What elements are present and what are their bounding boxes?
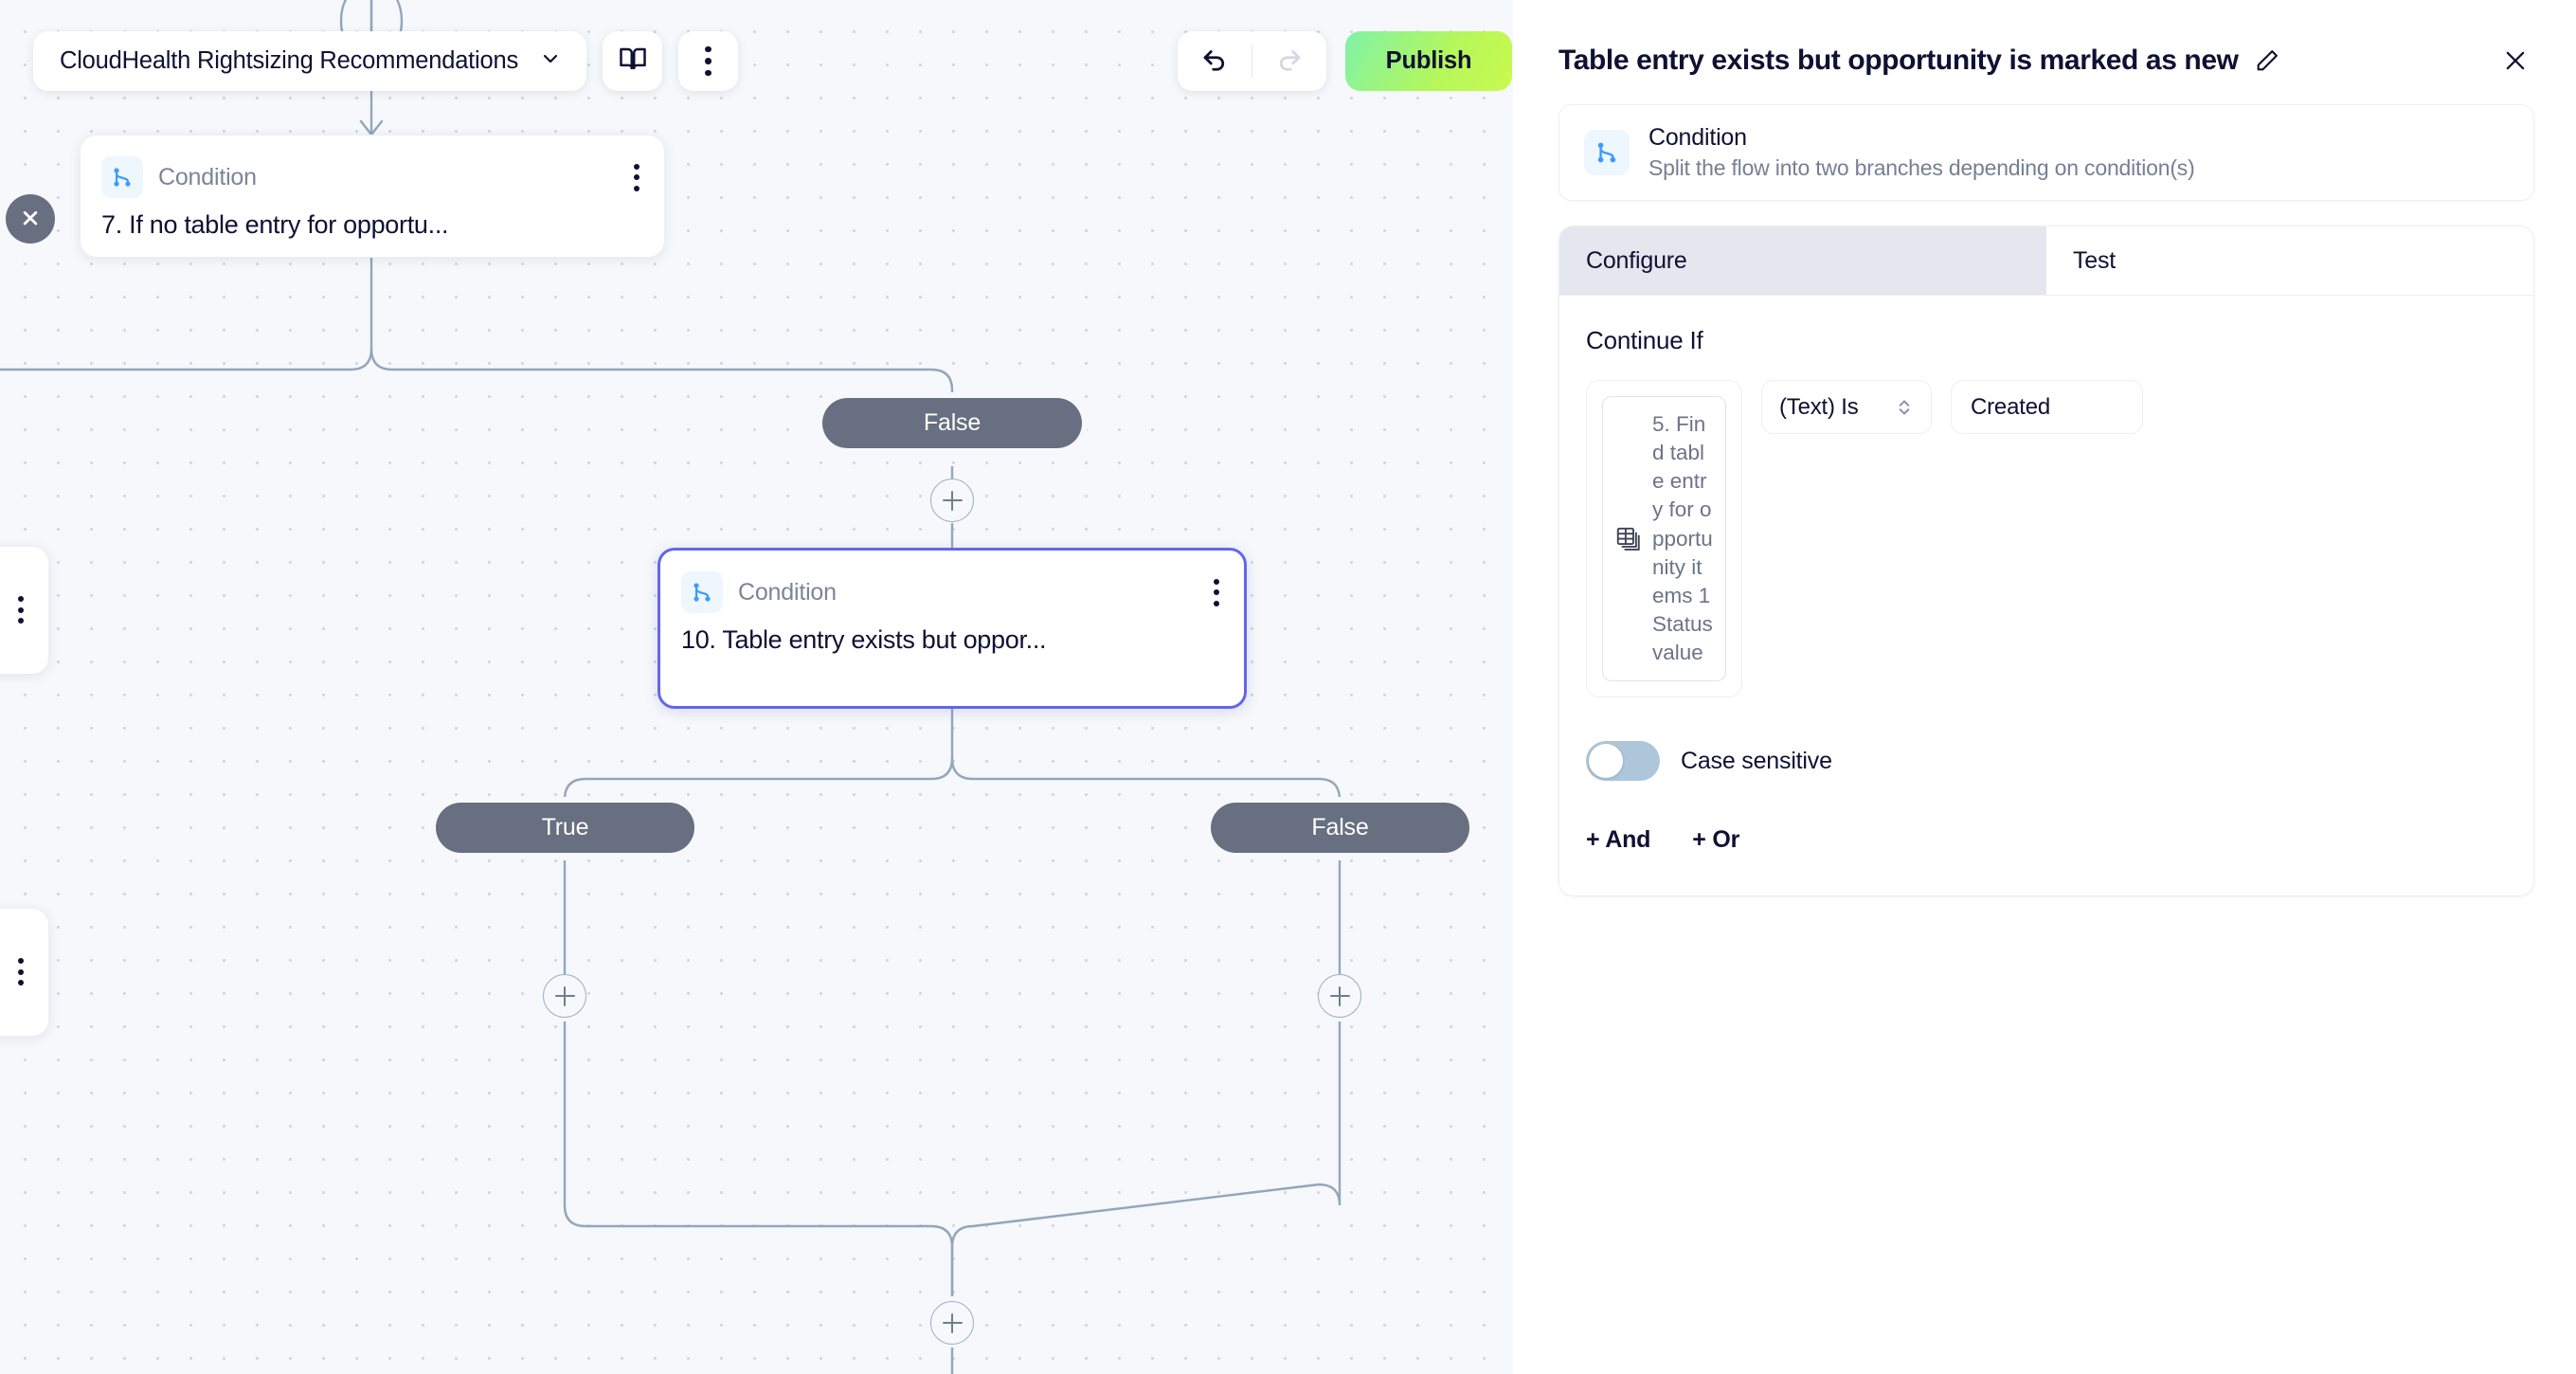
add-step-button-false-branch[interactable] (1318, 974, 1361, 1018)
branch-condition-icon (1584, 130, 1630, 175)
panel-tabs: Configure Test (1559, 226, 2533, 296)
condition-value-input[interactable] (1951, 380, 2143, 434)
canvas-toolbar-right: Publish (1178, 31, 1512, 91)
block-type-name: Condition (1648, 124, 1747, 151)
redo-arrow-icon (1275, 45, 1304, 78)
branch-condition-icon (101, 156, 143, 198)
flow-name-selector[interactable]: CloudHealth Rightsizing Recommendations (33, 31, 587, 91)
flow-node-partial-lower[interactable] (0, 908, 49, 1037)
flow-node-type-label: Condition (158, 163, 257, 190)
close-panel-button[interactable] (2496, 42, 2534, 80)
configure-content: Continue If (1559, 296, 2533, 895)
panel-header: Table entry exists but opportunity is ma… (1513, 0, 2576, 80)
branch-condition-icon (681, 571, 723, 613)
add-step-button-merge[interactable] (930, 1301, 974, 1345)
pencil-icon[interactable] (2254, 47, 2280, 74)
redo-button[interactable] (1252, 31, 1326, 91)
flow-node-title: 7. If no table entry for opportu... (101, 210, 449, 239)
branch-label-false-upper[interactable]: False (822, 398, 1082, 448)
step-details-panel: Table entry exists but opportunity is ma… (1513, 0, 2576, 1374)
tab-configure[interactable]: Configure (1559, 226, 2046, 295)
undo-redo-group (1178, 31, 1326, 91)
chevron-up-down-icon (1895, 395, 1914, 420)
kebab-menu-icon[interactable] (634, 163, 643, 191)
documentation-button[interactable] (603, 31, 663, 91)
publish-button[interactable]: Publish (1345, 31, 1512, 91)
toggle-knob (1589, 744, 1623, 779)
condition-row: 5. Find table entry for opportunity item… (1586, 380, 2507, 698)
more-options-button[interactable] (678, 31, 739, 91)
flow-node-condition-7[interactable]: Condition 7. If no table entry for oppor… (80, 135, 665, 258)
add-or-button[interactable]: + Or (1692, 826, 1740, 854)
panel-title: Table entry exists but opportunity is ma… (1558, 45, 2239, 76)
continue-if-label: Continue If (1586, 326, 1703, 354)
flow-node-type-label: Condition (738, 578, 837, 606)
undo-button[interactable] (1178, 31, 1252, 91)
case-sensitive-row: Case sensitive (1586, 741, 2507, 782)
add-step-button-upper[interactable] (930, 479, 974, 522)
variable-field[interactable]: 5. Find table entry for opportunity item… (1586, 380, 1742, 698)
flow-canvas[interactable]: CloudHealth Rightsizing Recommendations (0, 0, 1513, 1374)
undo-arrow-icon (1200, 45, 1229, 78)
table-stack-icon (1614, 525, 1643, 553)
branch-label-false-lower[interactable]: False (1211, 803, 1469, 853)
collapse-panel-button[interactable] (6, 194, 55, 244)
canvas-toolbar: CloudHealth Rightsizing Recommendations (33, 31, 739, 91)
add-condition-row: + And + Or (1586, 826, 2507, 854)
collapse-chevrons-icon (17, 204, 44, 235)
block-type-description: Split the flow into two branches dependi… (1648, 155, 2195, 180)
case-sensitive-toggle[interactable] (1586, 741, 1660, 782)
flow-name-label: CloudHealth Rightsizing Recommendations (60, 47, 519, 74)
block-type-card[interactable]: Condition Split the flow into two branch… (1558, 104, 2534, 201)
add-step-button-true-branch[interactable] (543, 974, 586, 1018)
book-icon (619, 45, 647, 78)
flow-node-partial-upper[interactable] (0, 546, 49, 675)
panel-block-summary: Condition Split the flow into two branch… (1513, 80, 2576, 201)
configure-sheet: Configure Test Continue If (1558, 226, 2534, 897)
flow-node-title: 10. Table entry exists but oppor... (681, 625, 1047, 654)
add-and-button[interactable]: + And (1586, 826, 1651, 854)
operator-value: (Text) Is (1779, 393, 1859, 420)
kebab-menu-icon[interactable] (18, 596, 27, 624)
flow-node-header: Condition (660, 551, 1244, 613)
kebab-menu-icon (705, 45, 712, 77)
variable-token-label: 5. Find table entry for opportunity item… (1652, 412, 1713, 665)
case-sensitive-label: Case sensitive (1681, 747, 1832, 774)
chevron-down-icon (539, 47, 562, 75)
flow-node-header: Condition (81, 136, 664, 198)
kebab-menu-icon[interactable] (1214, 578, 1223, 606)
tab-test[interactable]: Test (2046, 226, 2533, 295)
flow-node-condition-10[interactable]: Condition 10. Table entry exists but opp… (658, 548, 1247, 709)
kebab-menu-icon[interactable] (18, 958, 27, 985)
variable-token[interactable]: 5. Find table entry for opportunity item… (1602, 396, 1726, 682)
operator-select[interactable]: (Text) Is (1761, 380, 1932, 434)
branch-label-true[interactable]: True (436, 803, 694, 853)
